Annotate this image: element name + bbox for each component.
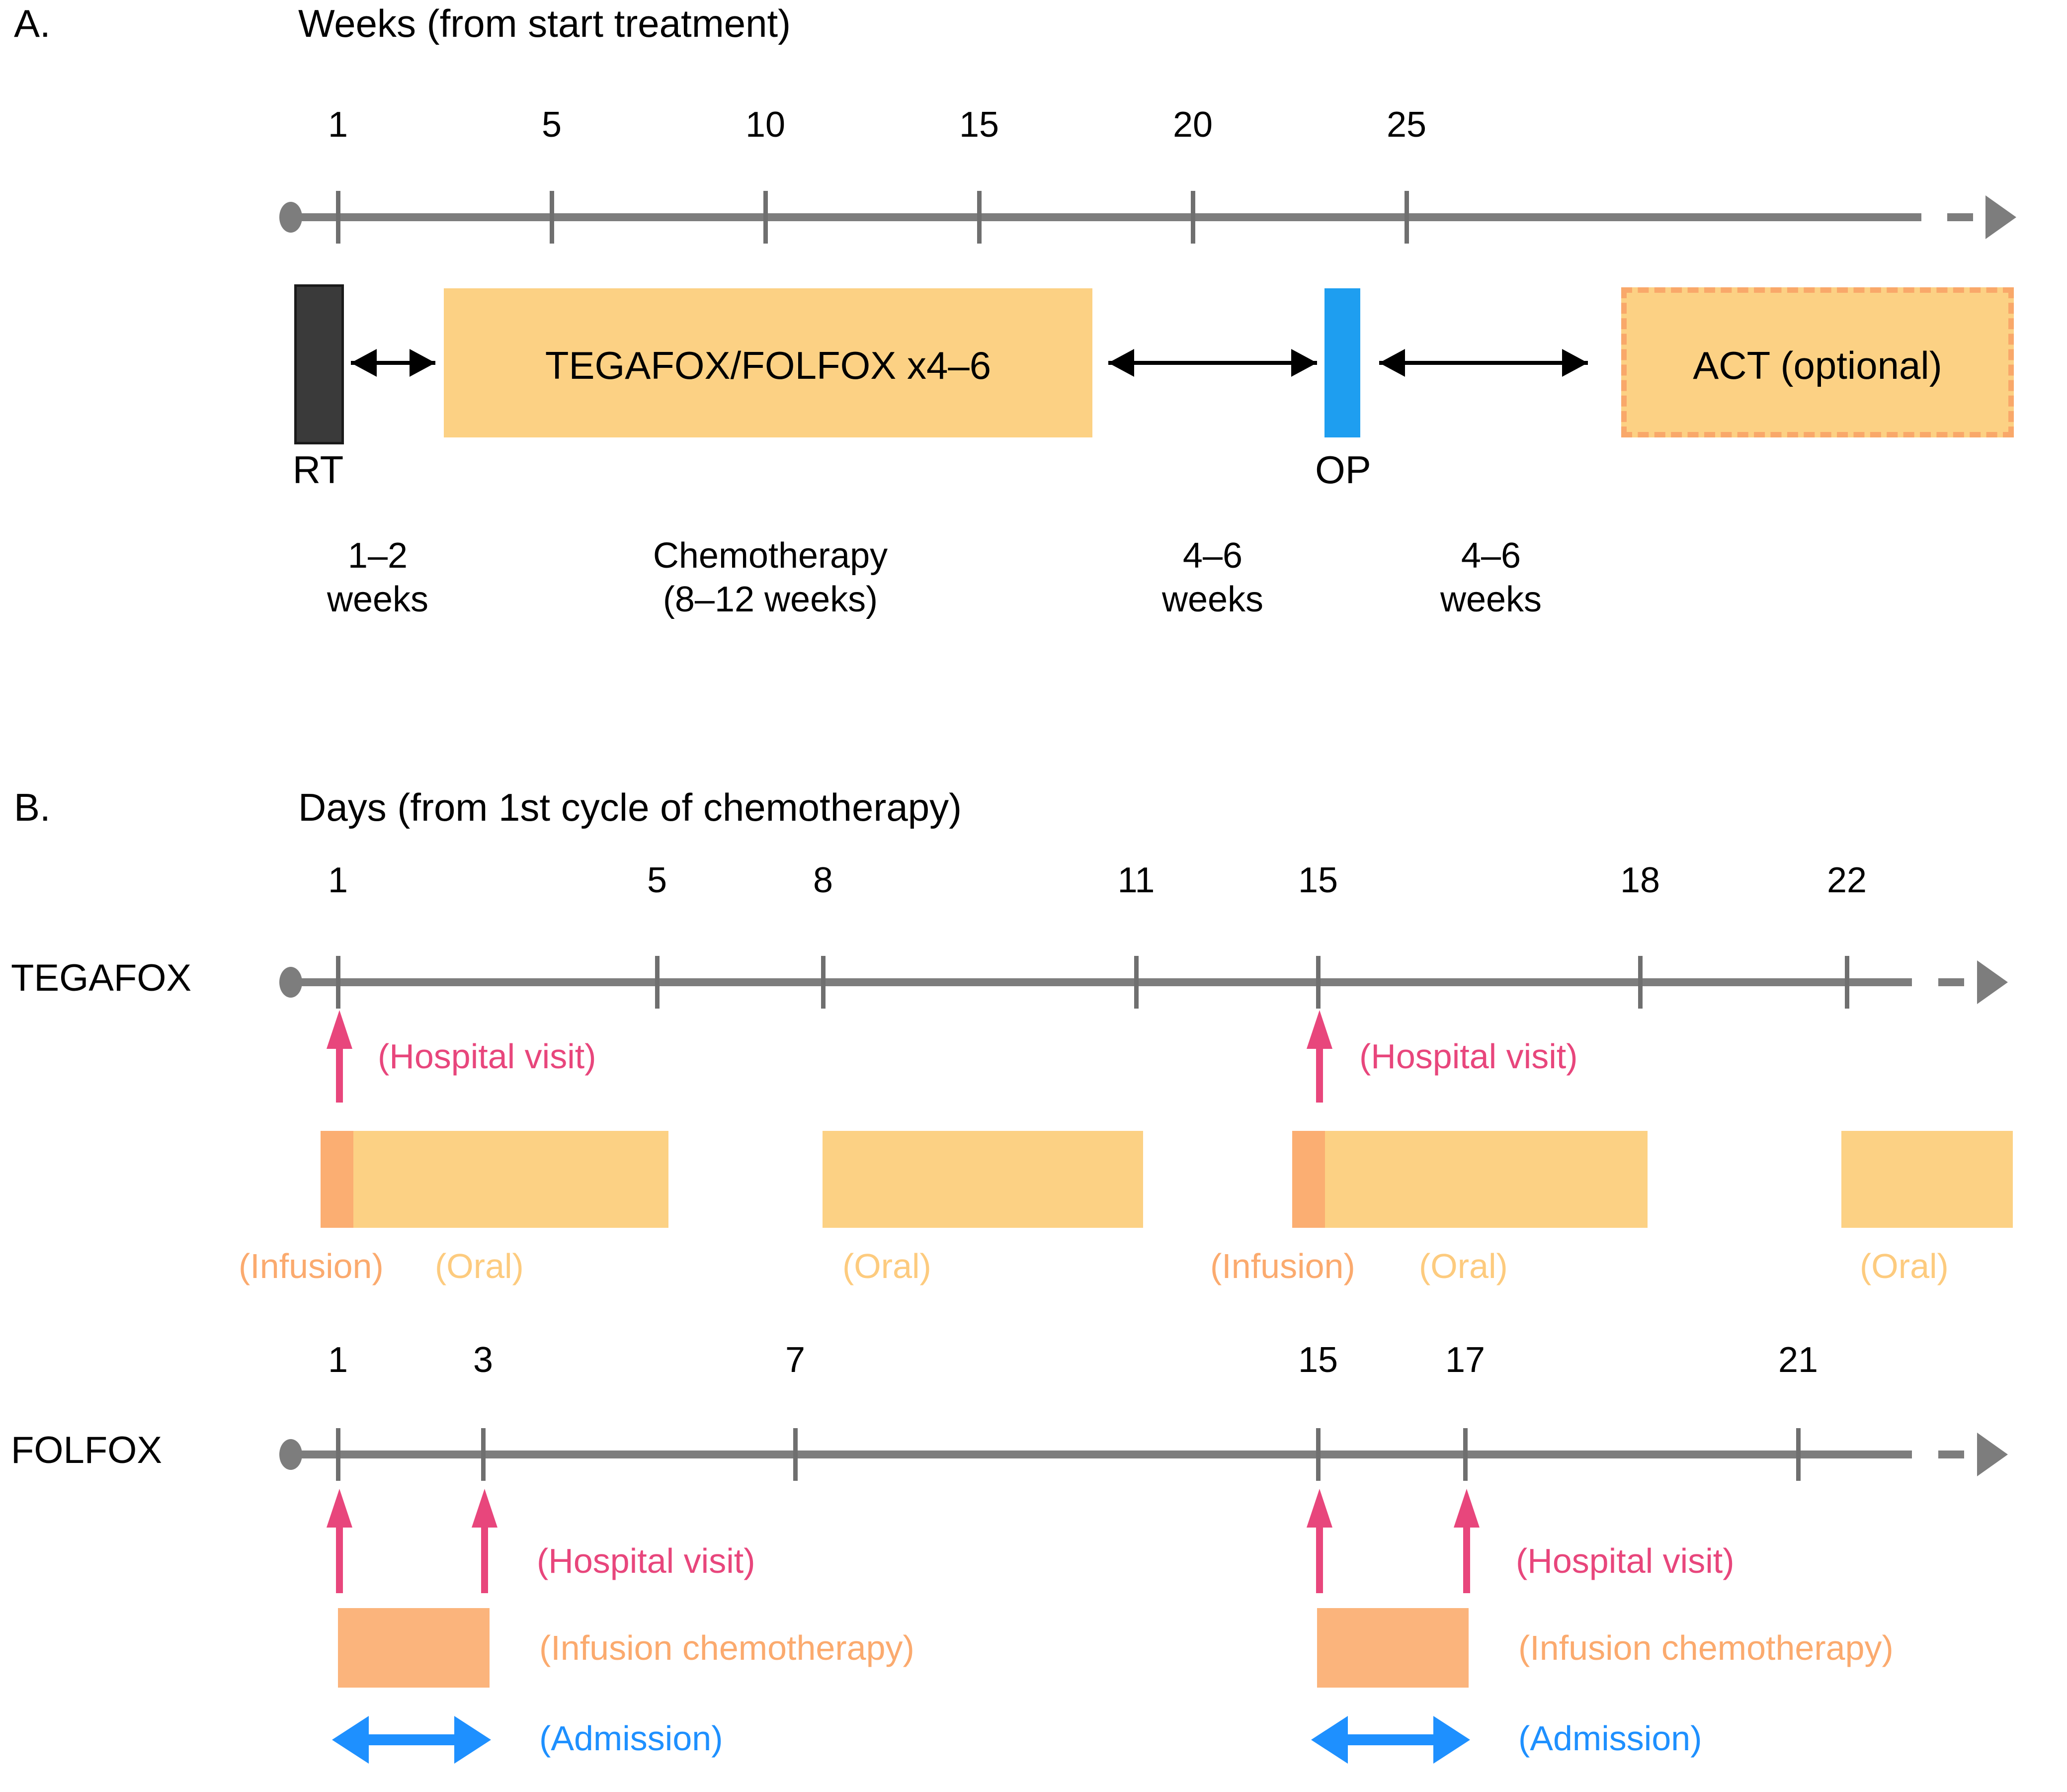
folfox-tick-3: [481, 1428, 486, 1481]
tegafox-infusion-strip-2[interactable]: [1292, 1131, 1325, 1228]
folfox-axis-line: [291, 1451, 1912, 1458]
panel-a-tick-label-1: 1: [328, 105, 348, 145]
folfox-tick-label-15: 15: [1298, 1340, 1338, 1380]
folfox-tick-1: [336, 1428, 340, 1481]
folfox-row-label: FOLFOX: [11, 1429, 163, 1471]
tegafox-oral-legend-3: (Oral): [1419, 1247, 1508, 1285]
panel-a-axis-line: [291, 213, 1921, 221]
panel-a-tick-10: [763, 191, 768, 244]
rt-block[interactable]: [294, 284, 344, 444]
tegafox-axis-arrowhead: [1977, 960, 2008, 1004]
rt-label: RT: [292, 448, 344, 492]
folfox-hospital-visit-arrow-day3-shaft: [481, 1524, 488, 1593]
tegafox-row-label: TEGAFOX: [11, 957, 192, 999]
panel-a-tick-1: [336, 191, 340, 244]
tegafox-infusion-legend-2: (Infusion): [1210, 1247, 1355, 1285]
folfox-tick-label-7: 7: [785, 1340, 806, 1380]
tegafox-oral-legend-2: (Oral): [842, 1247, 931, 1285]
folfox-tick-7: [793, 1428, 798, 1481]
panel-a-tick-label-15: 15: [959, 105, 999, 145]
tegafox-tick-5: [655, 956, 660, 1009]
folfox-admission-label-2: (Admission): [1518, 1719, 1702, 1758]
panel-a-tick-label-25: 25: [1386, 105, 1427, 145]
tegafox-oral-bar-1[interactable]: [321, 1131, 668, 1228]
tegafox-hospital-visit-label-1: (Hospital visit): [378, 1037, 596, 1076]
operation-label: OP: [1315, 448, 1371, 492]
panel-a-axis-arrowhead: [1985, 195, 2016, 239]
tegafox-hospital-visit-arrow-day15-head: [1307, 1010, 1332, 1049]
panel-a-tick-label-5: 5: [541, 105, 562, 145]
folfox-hospital-visit-arrow-day17-head: [1454, 1489, 1480, 1528]
folfox-tick-17: [1463, 1428, 1468, 1481]
tegafox-oral-legend-1: (Oral): [435, 1247, 524, 1285]
folfox-axis-dash: [1938, 1451, 1964, 1458]
tegafox-hospital-visit-arrow-day1-shaft: [336, 1043, 343, 1103]
folfox-tick-15: [1316, 1428, 1321, 1481]
folfox-infusion-bar-1[interactable]: [338, 1608, 490, 1688]
operation-block[interactable]: [1324, 288, 1360, 437]
tegafox-tick-label-22: 22: [1826, 860, 1867, 900]
folfox-admission-label-1: (Admission): [539, 1719, 723, 1758]
tegafox-axis-line: [291, 978, 1912, 986]
panel-a-tick-label-20: 20: [1172, 105, 1213, 145]
panel-a-tick-label-10: 10: [745, 105, 786, 145]
tegafox-tick-11: [1134, 956, 1139, 1009]
folfox-infusion-bar-2[interactable]: [1317, 1608, 1469, 1688]
folfox-axis-arrowhead: [1977, 1433, 2008, 1476]
panel-b-heading: Days (from 1st cycle of chemotherapy): [298, 785, 962, 829]
folfox-infusion-label-1: (Infusion chemotherapy): [539, 1628, 914, 1667]
folfox-tick-label-17: 17: [1445, 1340, 1486, 1380]
tegafox-tick-label-18: 18: [1620, 860, 1660, 900]
duration-note-chemo: Chemotherapy (8–12 weeks): [653, 536, 888, 619]
tegafox-hospital-visit-label-2: (Hospital visit): [1359, 1037, 1578, 1076]
tegafox-infusion-strip-1[interactable]: [321, 1131, 353, 1228]
tegafox-axis-dash: [1938, 978, 1964, 986]
panel-a-letter: A.: [14, 1, 51, 45]
tegafox-oral-bar-4[interactable]: [1841, 1131, 2013, 1228]
duration-note-rt: 1–2 weeks: [327, 536, 429, 619]
tegafox-oral-legend-4: (Oral): [1860, 1247, 1949, 1285]
folfox-tick-label-1: 1: [328, 1340, 348, 1380]
panel-a-axis-dash: [1947, 213, 1973, 221]
folfox-hospital-visit-label-1: (Hospital visit): [537, 1541, 755, 1580]
folfox-hospital-visit-arrow-day15-shaft: [1316, 1524, 1323, 1593]
tegafox-infusion-legend-1: (Infusion): [239, 1247, 384, 1285]
tegafox-tick-15: [1316, 956, 1321, 1009]
tegafox-tick-label-8: 8: [813, 860, 833, 900]
folfox-hospital-visit-arrow-day1-shaft: [336, 1524, 343, 1593]
act-block-label: ACT (optional): [1693, 343, 1942, 387]
tegafox-tick-8: [821, 956, 826, 1009]
panel-a-tick-25: [1405, 191, 1409, 244]
tegafox-tick-1: [336, 956, 340, 1009]
tegafox-oral-bar-2[interactable]: [823, 1131, 1143, 1228]
tegafox-hospital-visit-arrow-day15-shaft: [1316, 1043, 1323, 1103]
folfox-tick-label-3: 3: [473, 1340, 494, 1380]
panel-a-tick-20: [1191, 191, 1195, 244]
tegafox-tick-label-1: 1: [328, 860, 348, 900]
act-block[interactable]: [1621, 287, 2014, 437]
folfox-tick-21: [1796, 1428, 1801, 1481]
tegafox-tick-label-5: 5: [647, 860, 667, 900]
chemotherapy-block-label: TEGAFOX/FOLFOX x4–6: [545, 343, 992, 387]
panel-a-heading: Weeks (from start treatment): [298, 1, 791, 45]
folfox-hospital-visit-arrow-day17-shaft: [1463, 1524, 1470, 1593]
folfox-hospital-visit-arrow-day1-head: [327, 1489, 352, 1528]
panel-b-letter: B.: [14, 785, 51, 829]
tegafox-tick-22: [1845, 956, 1849, 1009]
tegafox-tick-label-11: 11: [1117, 860, 1155, 900]
panel-a-tick-5: [550, 191, 554, 244]
duration-note-op-act: 4–6 weeks: [1440, 536, 1542, 619]
tegafox-hospital-visit-arrow-day1-head: [327, 1010, 352, 1049]
folfox-hospital-visit-arrow-day15-head: [1307, 1489, 1332, 1528]
tegafox-tick-18: [1638, 956, 1643, 1009]
tegafox-tick-label-15: 15: [1298, 860, 1338, 900]
folfox-hospital-visit-arrow-day3-head: [472, 1489, 497, 1528]
tegafox-oral-bar-3[interactable]: [1292, 1131, 1648, 1228]
chemotherapy-block[interactable]: [444, 288, 1092, 437]
duration-note-chemo-op: 4–6 weeks: [1161, 536, 1264, 619]
folfox-hospital-visit-label-2: (Hospital visit): [1516, 1541, 1735, 1580]
folfox-tick-label-21: 21: [1778, 1340, 1819, 1380]
folfox-infusion-label-2: (Infusion chemotherapy): [1518, 1628, 1894, 1667]
panel-a-tick-15: [977, 191, 982, 244]
